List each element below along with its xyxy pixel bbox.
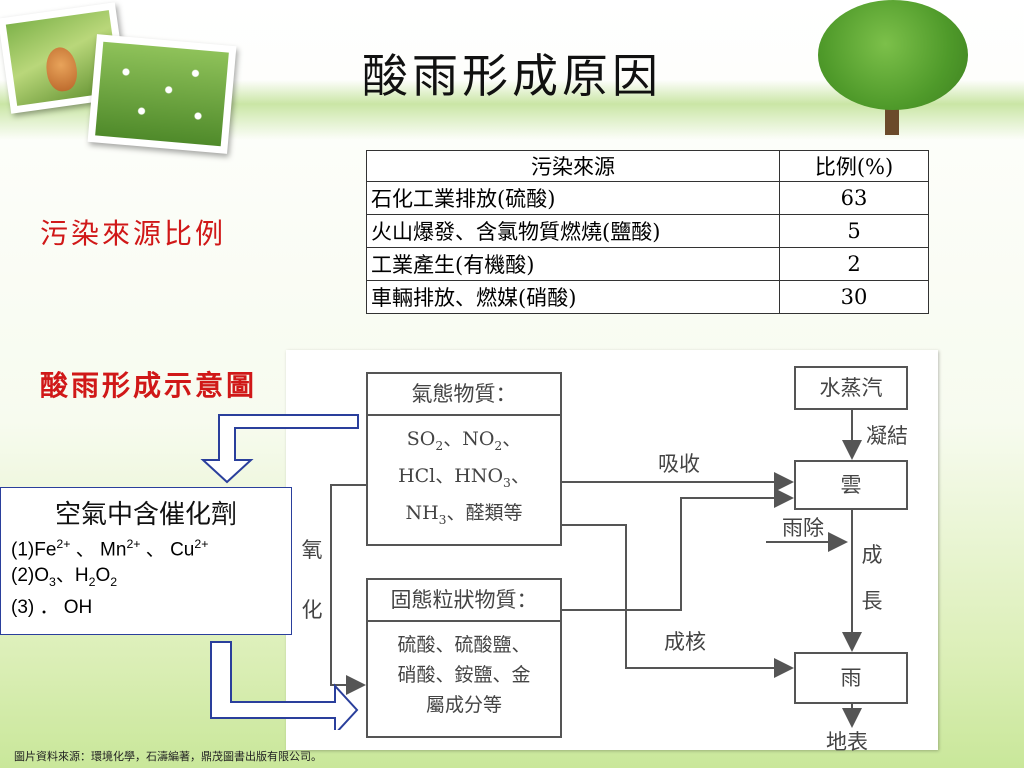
table-cell-pct: 30 xyxy=(779,280,929,314)
table-header-pct: 比例(%) xyxy=(779,150,929,182)
catalyst-box: 空氣中含催化劑 (1)Fe2+ 、 Mn2+ 、 Cu2+ (2)O3、H2O2… xyxy=(0,487,292,635)
hollow-arrow-right xyxy=(210,641,359,730)
tree-icon xyxy=(818,0,968,110)
catalyst-line-1: (1)Fe2+ 、 Mn2+ 、 Cu2+ xyxy=(11,537,209,561)
solid-to-cloud-arrow xyxy=(558,488,794,611)
gas-substances-box: 氣態物質： SO2、NO2、 HCl、HNO3、 NH3、醛類等 xyxy=(366,372,562,546)
grow-label: 成長 xyxy=(861,543,883,613)
table-cell-source: 車輛排放、燃媒(硝酸) xyxy=(366,280,780,314)
catalyst-title: 空氣中含催化劑 xyxy=(54,500,237,530)
pollution-source-table: 污染來源 比例(%) 石化工業排放(硫酸) 63 火山爆發、含氯物質燃燒(鹽酸)… xyxy=(366,150,929,314)
gas-box-title: 氣態物質： xyxy=(368,374,560,416)
absorb-label: 吸收 xyxy=(658,452,700,476)
catalyst-line-2: (2)O3、H2O2 xyxy=(11,565,118,590)
ground-label: 地表 xyxy=(826,730,868,754)
acid-rain-diagram: 氣態物質： SO2、NO2、 HCl、HNO3、 NH3、醛類等 固態粒狀物質：… xyxy=(286,350,938,754)
image-source-caption: 圖片資料來源：環境化學，石濤編著，鼎茂圖書出版有限公司。 xyxy=(14,750,322,763)
cloud-box: 雲 xyxy=(794,460,908,510)
slide-title: 酸雨形成原因 xyxy=(362,49,662,103)
solid-box-title: 固態粒狀物質： xyxy=(368,580,560,622)
rain-removal-label: 雨除 xyxy=(782,516,824,540)
hollow-arrow-down xyxy=(200,414,359,484)
water-vapor-box: 水蒸汽 xyxy=(794,366,908,410)
gas-box-body: SO2、NO2、 HCl、HNO3、 NH3、醛類等 xyxy=(398,428,530,527)
table-row: 火山爆發、含氯物質燃燒(鹽酸) 5 xyxy=(366,214,929,248)
oxidize-top-line xyxy=(330,484,366,695)
oxidize-label: 氧化 xyxy=(301,538,323,622)
table-cell-pct: 63 xyxy=(779,181,929,215)
nucleation-label: 成核 xyxy=(664,630,706,654)
table-cell-pct: 5 xyxy=(779,214,929,248)
rain-box: 雨 xyxy=(794,652,908,704)
table-cell-source: 火山爆發、含氯物質燃燒(鹽酸) xyxy=(366,214,780,248)
nucleation-arrow xyxy=(558,524,794,678)
condense-label: 凝結 xyxy=(866,424,908,448)
table-cell-source: 工業產生(有機酸) xyxy=(366,247,780,281)
solid-particles-box: 固態粒狀物質： 硫酸、硫酸鹽、 硝酸、銨鹽、金 屬成分等 xyxy=(366,578,562,738)
table-header-source: 污染來源 xyxy=(366,150,780,182)
hollow-arrows xyxy=(200,414,359,730)
table-row: 石化工業排放(硫酸) 63 xyxy=(366,181,929,215)
table-row: 工業產生(有機酸) 2 xyxy=(366,247,929,281)
table-row: 車輛排放、燃媒(硝酸) 30 xyxy=(366,280,929,314)
table-cell-pct: 2 xyxy=(779,247,929,281)
diagram-arrows xyxy=(330,408,862,728)
source-ratio-label: 污染來源比例 xyxy=(40,217,227,250)
catalyst-line-3: (3) ． OH xyxy=(11,597,93,619)
diagram-title-label: 酸雨形成示意圖 xyxy=(40,369,258,402)
solid-box-body: 硫酸、硫酸鹽、 硝酸、銨鹽、金 屬成分等 xyxy=(397,634,531,716)
table-cell-source: 石化工業排放(硫酸) xyxy=(366,181,780,215)
table-header-row: 污染來源 比例(%) xyxy=(366,150,929,182)
